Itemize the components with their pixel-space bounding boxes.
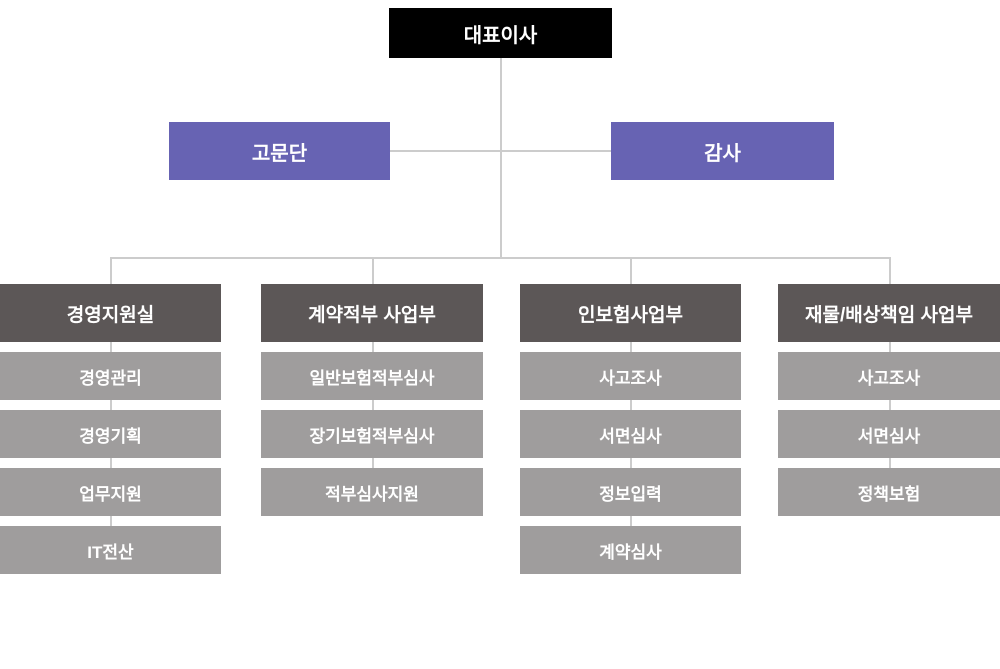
dept-item: 업무지원 xyxy=(0,468,221,516)
dept-item: IT전산 xyxy=(0,526,221,574)
dept-header: 계약적부 사업부 xyxy=(261,284,483,342)
audit-box: 감사 xyxy=(611,122,834,180)
dept-header: 재물/배상책임 사업부 xyxy=(778,284,1000,342)
dept-item: 서면심사 xyxy=(520,410,741,458)
dept-item: 경영기획 xyxy=(0,410,221,458)
dept-header: 인보험사업부 xyxy=(520,284,741,342)
dept-header: 경영지원실 xyxy=(0,284,221,342)
dept-item: 적부심사지원 xyxy=(261,468,483,516)
connector-ceo-vertical xyxy=(500,58,502,258)
dept-item: 정책보험 xyxy=(778,468,1000,516)
connector-advisors-horizontal xyxy=(390,150,611,152)
dept-item: 일반보험적부심사 xyxy=(261,352,483,400)
dept-item: 계약심사 xyxy=(520,526,741,574)
dept-item: 사고조사 xyxy=(778,352,1000,400)
dept-item: 정보입력 xyxy=(520,468,741,516)
dept-item: 서면심사 xyxy=(778,410,1000,458)
connector-departments-horizontal xyxy=(110,257,890,259)
advisory-box: 고문단 xyxy=(169,122,390,180)
ceo-box: 대표이사 xyxy=(389,8,612,58)
dept-item: 장기보험적부심사 xyxy=(261,410,483,458)
dept-item: 사고조사 xyxy=(520,352,741,400)
dept-item: 경영관리 xyxy=(0,352,221,400)
